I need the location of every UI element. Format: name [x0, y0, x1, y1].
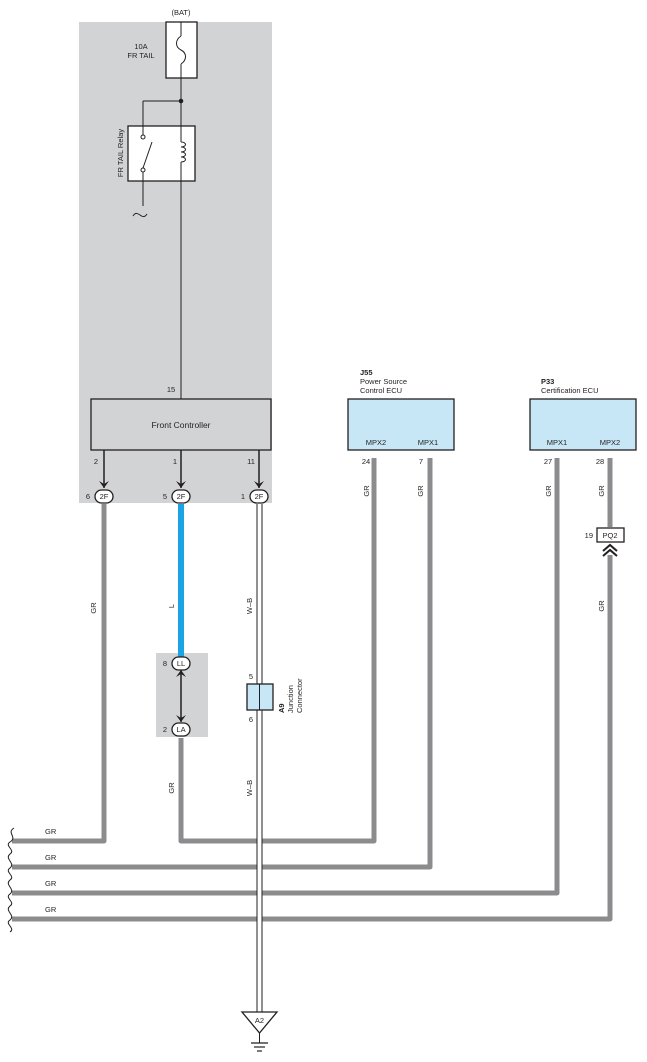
- wire-label-gr: GR: [167, 782, 176, 794]
- wire-wb: [256, 504, 263, 1012]
- svg-text:28: 28: [596, 457, 604, 466]
- wire-label-l: L: [167, 604, 176, 608]
- svg-text:LA: LA: [176, 725, 185, 734]
- wire-gr-la: [178, 458, 377, 844]
- svg-text:2: 2: [163, 725, 167, 734]
- svg-text:5: 5: [249, 672, 253, 681]
- connector-ll: [171, 656, 191, 671]
- svg-text:LL: LL: [177, 659, 185, 668]
- arrow-icon: [176, 715, 186, 722]
- junction-line2: Connector: [295, 678, 304, 713]
- junction-line1: Junction: [286, 685, 295, 713]
- wire-label-gr: GR: [45, 827, 57, 836]
- cert-ecu-name: Certification ECU: [541, 386, 599, 395]
- bat-label: (BAT): [171, 8, 191, 17]
- svg-text:7: 7: [419, 457, 423, 466]
- wire-cut-icon: [132, 212, 148, 218]
- ps-ecu-name1: Power Source: [360, 377, 407, 386]
- svg-text:A2: A2: [255, 1016, 264, 1025]
- fc-pin-11: 11: [247, 457, 255, 466]
- svg-text:2F: 2F: [100, 492, 109, 501]
- ground-icon: [251, 1033, 268, 1052]
- wire-label-gr: GR: [45, 853, 57, 862]
- wire-label-gr: GR: [89, 602, 98, 614]
- svg-text:5: 5: [163, 492, 167, 501]
- wire-label-gr: GR: [544, 485, 553, 497]
- connector-2f-1: [94, 489, 114, 504]
- svg-text:2F: 2F: [177, 492, 186, 501]
- ground-triangle: [240, 1011, 279, 1035]
- svg-text:MPX1: MPX1: [418, 438, 438, 447]
- svg-text:2F: 2F: [255, 492, 264, 501]
- wire-label-gr: GR: [362, 485, 371, 497]
- arrow-icon: [99, 481, 109, 488]
- connector-pq2: [596, 527, 625, 543]
- svg-text:19: 19: [585, 531, 593, 540]
- ps-ecu-name2: Control ECU: [360, 386, 402, 395]
- wire-label-wb: W–B: [245, 598, 254, 614]
- relay-switch-icon: [142, 141, 153, 169]
- front-controller-pin-15: 15: [167, 385, 175, 394]
- connector-2f-3: [249, 489, 269, 504]
- svg-text:MPX2: MPX2: [600, 438, 620, 447]
- wire-label-gr: GR: [45, 905, 57, 914]
- relay-box: [127, 125, 196, 182]
- fuse-icon: [176, 35, 186, 65]
- wire-label-gr: GR: [45, 879, 57, 888]
- power-source-control-ecu: [347, 398, 455, 451]
- relay-coil-icon: [180, 141, 186, 163]
- fc-pin-2: 2: [94, 457, 98, 466]
- svg-text:6: 6: [249, 715, 253, 724]
- junction-code: A9: [277, 703, 286, 713]
- svg-text:MPX2: MPX2: [366, 438, 386, 447]
- chevron-up-icon: [602, 543, 618, 557]
- svg-text:8: 8: [163, 659, 167, 668]
- connector-la: [171, 722, 191, 737]
- wire-break-icon: [7, 827, 15, 933]
- svg-text:PQ2: PQ2: [602, 531, 617, 540]
- arrow-icon: [254, 481, 264, 488]
- fc-pin-1: 1: [173, 457, 177, 466]
- wire-label-gr: GR: [597, 600, 606, 612]
- wire-gr-mpx1: [12, 458, 433, 870]
- wire-gr-cert-mpx1: [12, 458, 560, 896]
- svg-text:1: 1: [241, 492, 245, 501]
- arrow-icon: [176, 670, 186, 677]
- svg-text:MPX1: MPX1: [547, 438, 567, 447]
- wire-label-wb: W–B: [245, 780, 254, 796]
- cert-ecu-code: P33: [541, 377, 554, 386]
- ps-ecu-code: J55: [360, 368, 373, 377]
- wire-label-gr: GR: [416, 485, 425, 497]
- front-controller-title: Front Controller: [151, 420, 210, 430]
- wire-label-gr: GR: [597, 485, 606, 497]
- svg-text:24: 24: [362, 457, 370, 466]
- wire-gr-cert-mpx2: [12, 555, 613, 922]
- connector-2f-2: [171, 489, 191, 504]
- fuse-name: FR TAIL: [127, 51, 154, 60]
- relay-label: FR TAIL Relay: [116, 129, 125, 177]
- fuse-rating: 10A: [134, 42, 147, 51]
- svg-text:6: 6: [86, 492, 90, 501]
- certification-ecu: [529, 398, 637, 451]
- arrow-icon: [176, 481, 186, 488]
- wire-gr-fc2: [12, 504, 107, 844]
- svg-text:27: 27: [544, 457, 552, 466]
